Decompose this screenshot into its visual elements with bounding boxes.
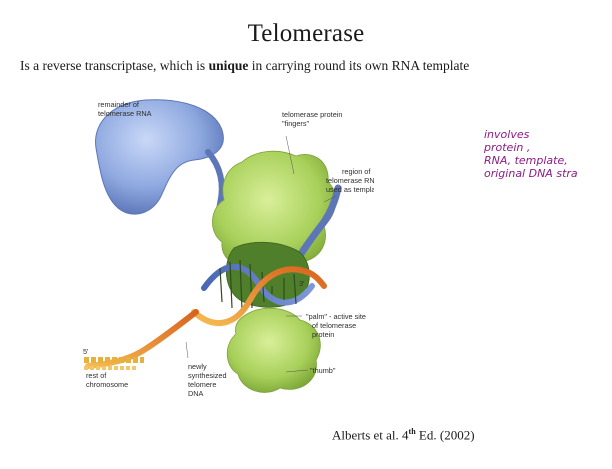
label-palm-3: protein bbox=[312, 330, 334, 339]
label-protein-fingers-1: telomerase protein bbox=[282, 110, 342, 119]
telomerase-diagram: remainder of telomerase RNA telomerase p… bbox=[83, 99, 374, 398]
label-remainder-rna-1: remainder of bbox=[98, 100, 140, 109]
citation-text-start: Alberts et al. 4 bbox=[332, 427, 409, 443]
citation-superscript: th bbox=[408, 427, 416, 436]
label-protein-fingers-2: "fingers" bbox=[282, 119, 309, 128]
label-newly-3: telomere bbox=[188, 380, 216, 389]
label-template-region-1: region of bbox=[342, 167, 371, 176]
label-thumb: "thumb" bbox=[310, 366, 336, 375]
note-line: RNA, template, bbox=[484, 154, 568, 167]
label-rest-chromosome-1: rest of bbox=[86, 371, 107, 380]
label-three-prime: 3' bbox=[299, 279, 305, 288]
telomere-dna-new bbox=[85, 309, 199, 369]
citation: Alberts et al. 4th Ed. (2002) bbox=[332, 427, 475, 443]
label-rest-chromosome-2: chromosome bbox=[86, 380, 128, 389]
label-palm-1: "palm" - active site bbox=[306, 312, 366, 321]
label-newly-1: newly bbox=[188, 362, 207, 371]
subtitle-text-start: Is a reverse transcriptase, which is bbox=[20, 58, 209, 73]
citation-text-end: Ed. (2002) bbox=[415, 427, 475, 443]
label-five-prime: 5' bbox=[83, 347, 89, 356]
label-remainder-rna-2: telomerase RNA bbox=[98, 109, 152, 118]
label-newly-4: DNA bbox=[188, 389, 204, 398]
label-newly-2: synthesized bbox=[188, 371, 227, 380]
slide-title: Telomerase bbox=[247, 20, 365, 47]
slide-subtitle: Is a reverse transcriptase, which is uni… bbox=[20, 58, 612, 74]
subtitle-emphasis: unique bbox=[208, 58, 249, 73]
label-palm-2: of telomerase bbox=[312, 321, 356, 330]
label-template-region-3: used as template bbox=[326, 185, 374, 194]
handwritten-note: involves protein , RNA, template, origin… bbox=[484, 128, 578, 180]
telomerase-rna-lobe bbox=[95, 99, 224, 215]
label-leaders bbox=[185, 135, 337, 373]
label-template-region-2: telomerase RNA bbox=[326, 176, 374, 185]
note-line: involves bbox=[484, 128, 530, 141]
helix-base-pairs bbox=[219, 259, 297, 311]
note-line: original DNA stra bbox=[484, 167, 578, 180]
note-line: protein , bbox=[484, 141, 531, 154]
dna-strand-new bbox=[191, 266, 327, 326]
subtitle-text-end: in carrying round its own RNA template bbox=[248, 58, 470, 73]
